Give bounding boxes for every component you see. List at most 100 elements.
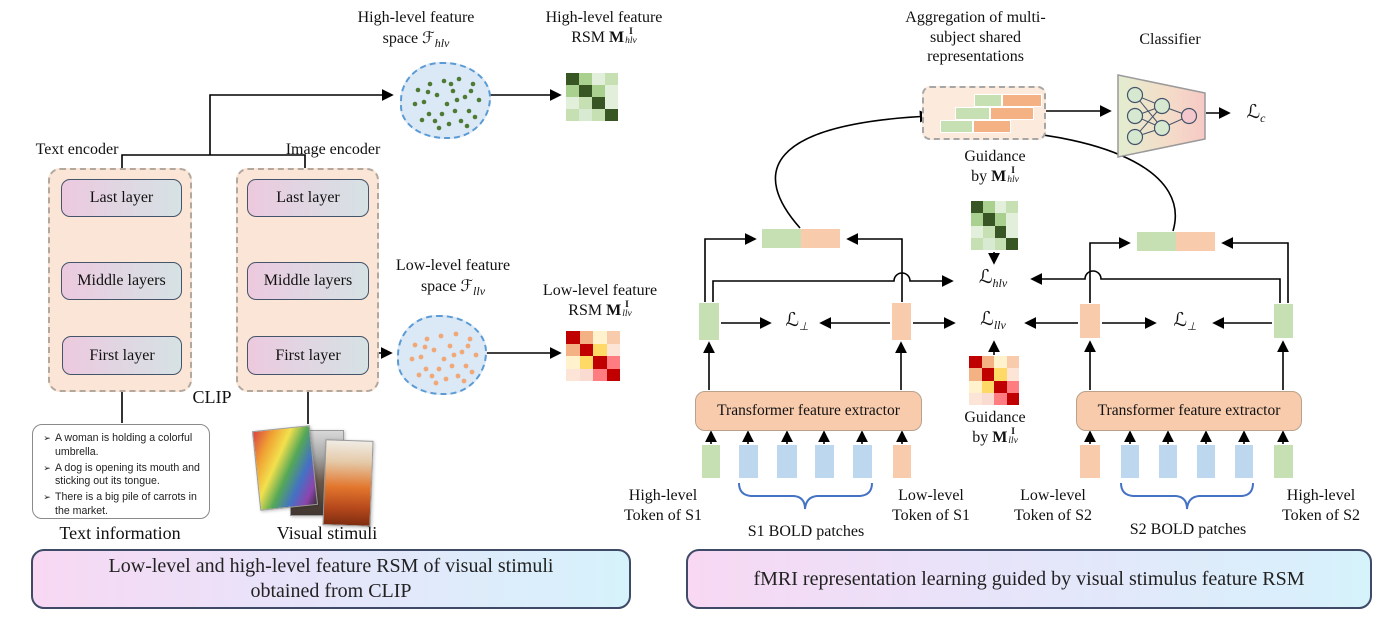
rsm-cell [606,331,620,344]
rsm-cell [994,201,1007,214]
s1-low-level-feature [892,303,911,340]
s1-bold-patch [739,445,758,478]
rsm-cell [982,237,995,250]
arrow-s1-green-to-concat [704,233,757,302]
loss-c-label: ℒc [1246,101,1266,125]
hlv-space-label: High-level feature space ℱhlv [357,9,475,50]
text-middle-layers: Middle layers [61,262,182,300]
shared-rep-bar [955,107,990,120]
text-information-label: Text information [59,523,181,543]
curve-s1-to-aggregation [774,110,932,229]
rsm-cell [566,343,580,356]
s1-low-token [893,445,911,478]
rsm-cell [593,368,607,381]
arrow-s1-orange-to-concat [846,233,903,302]
s1-bold-patch [777,445,797,478]
rsm-cell [994,380,1007,393]
shared-rep-bar [1002,94,1042,107]
image-encoder-label: Image encoder [285,141,381,158]
rsm-cell [1006,213,1018,226]
llv-dots [409,331,479,386]
guidance-hlv-matrix [971,201,1018,250]
llv-feature-space-blob [397,315,487,395]
rsm-cell [971,225,983,238]
text-item: ➢There is a big pile of carrots in the m… [43,491,197,517]
loss-hlv-label: ℒhlv [978,266,1008,290]
text-encoder-label: Text encoder [35,141,119,158]
aggregation-box [922,86,1046,140]
s2-bold-label: S2 BOLD patches [1129,521,1247,538]
hlv-dots [412,76,482,131]
s1-high-token-label: High-level Token of S1 [624,487,702,524]
text-first-layer: First layer [62,336,182,375]
shared-rep-bar [973,120,1011,133]
loss-orth-s1-label: ℒ⊥ [785,309,809,333]
llv-rsm-matrix [566,331,620,381]
rsm-cell [1006,201,1018,214]
rsm-cell [592,73,605,85]
s1-concat-green [762,229,801,248]
rsm-cell [969,356,982,369]
rsm-cell [592,85,605,97]
s1-concat-orange [801,229,840,248]
rsm-cell [994,392,1007,405]
rsm-cell [579,109,592,121]
visual-stimuli-label: Visual stimuli [276,523,378,543]
rsm-cell [1006,237,1018,250]
rsm-cell [981,380,994,393]
rsm-cell [593,356,607,369]
rsm-cell [605,73,618,85]
rsm-cell [579,85,592,97]
s2-high-token [1274,445,1293,478]
arrow-s2-to-loss-hlv [1030,270,1281,303]
rsm-cell [1006,392,1019,405]
rsm-cell [579,368,593,381]
shared-rep-bar [940,120,973,133]
s1-transformer-box: Transformer feature extractor [695,391,922,431]
loss-orth-s2-label: ℒ⊥ [1173,309,1197,333]
rsm-cell [566,331,580,344]
s1-shared-representation-bar [762,229,840,248]
rsm-cell [579,331,593,344]
hlv-feature-space-blob [400,62,491,139]
image-middle-layers: Middle layers [247,262,369,300]
s1-bold-patch [815,445,834,478]
image-first-layer: First layer [247,336,369,375]
rsm-cell [606,356,620,369]
rsm-cell [566,73,579,85]
rsm-cell [605,109,618,121]
s1-bold-patch [853,445,872,478]
rsm-cell [579,356,593,369]
rsm-cell [982,213,995,226]
right-caption: fMRI representation learning guided by v… [686,549,1372,609]
rsm-cell [579,343,593,356]
left-caption: Low-level and high-level feature RSM of … [31,549,631,609]
shared-rep-bar [974,94,1002,107]
s1-low-token-label: Low-level Token of S1 [892,487,970,524]
s2-bold-patch [1159,445,1177,478]
rsm-cell [969,392,982,405]
rsm-cell [981,356,994,369]
rsm-cell [1006,368,1019,381]
aggregation-label: Aggregation of multi-subject shared repr… [905,9,1046,66]
arrow-s2-green-to-concat [1221,237,1289,303]
rsm-cell [605,85,618,97]
rsm-cell [994,213,1007,226]
rsm-cell [994,368,1007,381]
s2-bold-patch [1235,445,1253,478]
rsm-cell [579,73,592,85]
classifier-label: Classifier [1139,31,1201,48]
rsm-cell [606,368,620,381]
s2-bold-patch [1197,445,1215,478]
s2-shared-representation-bar [1137,232,1215,251]
rsm-cell [566,368,580,381]
rsm-cell [982,225,995,238]
rsm-cell [1006,225,1018,238]
s2-low-token-label: Low-level Token of S2 [1014,487,1092,524]
s2-concat-green [1137,232,1176,251]
text-information-box: ➢A woman is holding a colorful umbrella.… [32,424,210,519]
rsm-cell [971,213,983,226]
rsm-cell [592,97,605,109]
